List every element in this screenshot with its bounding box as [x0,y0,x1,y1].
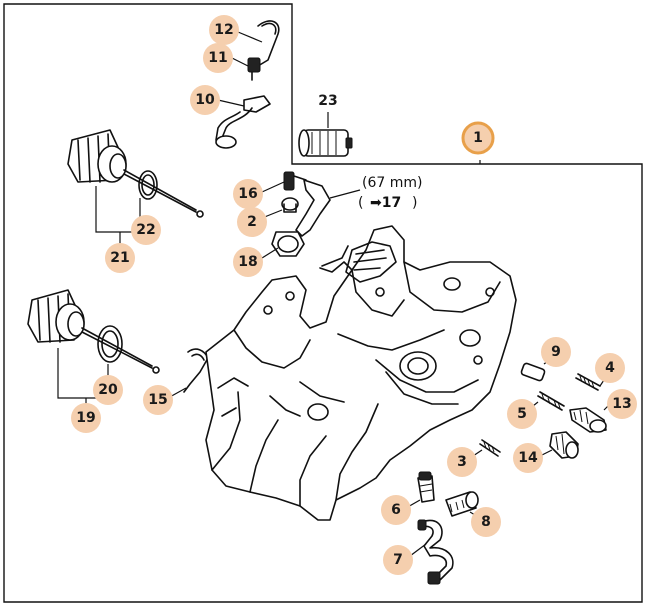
callout-12: 12 [209,15,239,45]
stud-5 [537,391,565,411]
svg-text:9: 9 [551,344,561,360]
callout-2: 2 [237,207,267,237]
svg-text:2: 2 [247,214,257,230]
callout-23: 23 [318,93,337,109]
bushing-14 [549,431,579,459]
reference-note: ➡17 [370,195,401,211]
svg-text:14: 14 [518,450,538,466]
callout-7: 7 [383,545,413,575]
svg-text:7: 7 [393,552,403,568]
svg-text:21: 21 [110,250,129,266]
screw-13 [569,407,607,433]
callout-9: 9 [541,337,571,367]
svg-text:8: 8 [481,514,491,530]
callout-20: 20 [93,375,123,405]
svg-text:3: 3 [457,454,467,470]
fuel-line-assembly [215,20,280,149]
part-8 [445,491,479,517]
svg-text:10: 10 [195,92,215,108]
svg-text:18: 18 [238,254,257,270]
svg-text:11: 11 [208,50,227,66]
svg-text:(: ( [358,195,363,211]
callout-13: 13 [607,389,637,419]
svg-text:6: 6 [391,502,401,518]
svg-text:5: 5 [517,406,527,422]
callout-3: 3 [447,447,477,477]
svg-text:): ) [412,195,417,211]
bolt-9 [520,362,546,382]
callout-14: 14 [513,443,543,473]
callout-1: 1 [461,121,495,155]
svg-text:1: 1 [473,130,483,146]
svg-text:16: 16 [238,186,257,202]
stud-4 [575,373,601,391]
hose-7 [417,519,454,585]
callout-15: 15 [143,385,173,415]
wire-clip [183,348,209,393]
svg-text:12: 12 [214,22,233,38]
fuel-pickup-group [271,171,331,257]
callout-10: 10 [190,85,220,115]
callout-16: 16 [233,179,263,209]
lower-seal-assembly [27,289,160,374]
crankcase [205,225,517,521]
callout-19: 19 [71,403,101,433]
svg-text:13: 13 [612,396,631,412]
svg-text:4: 4 [605,360,615,376]
hose-length-note: (67 mm) [362,175,422,191]
upper-seal-assembly [67,129,204,218]
callout-21: 21 [105,243,135,273]
callout-18: 18 [233,247,263,277]
svg-text:23: 23 [318,93,337,109]
callout-4: 4 [595,353,625,383]
fuel-filter [298,129,353,157]
stud-3 [479,439,501,457]
callout-6: 6 [381,495,411,525]
diagram-frame [3,3,643,603]
reference-part-number: 17 [382,195,401,211]
svg-text:15: 15 [148,392,167,408]
callout-5: 5 [507,399,537,429]
callout-8: 8 [471,507,501,537]
part-6 [417,471,435,503]
svg-text:20: 20 [98,382,118,398]
svg-text:19: 19 [76,410,95,426]
svg-text:22: 22 [136,222,155,238]
callout-22: 22 [131,215,161,245]
callout-11: 11 [203,43,233,73]
